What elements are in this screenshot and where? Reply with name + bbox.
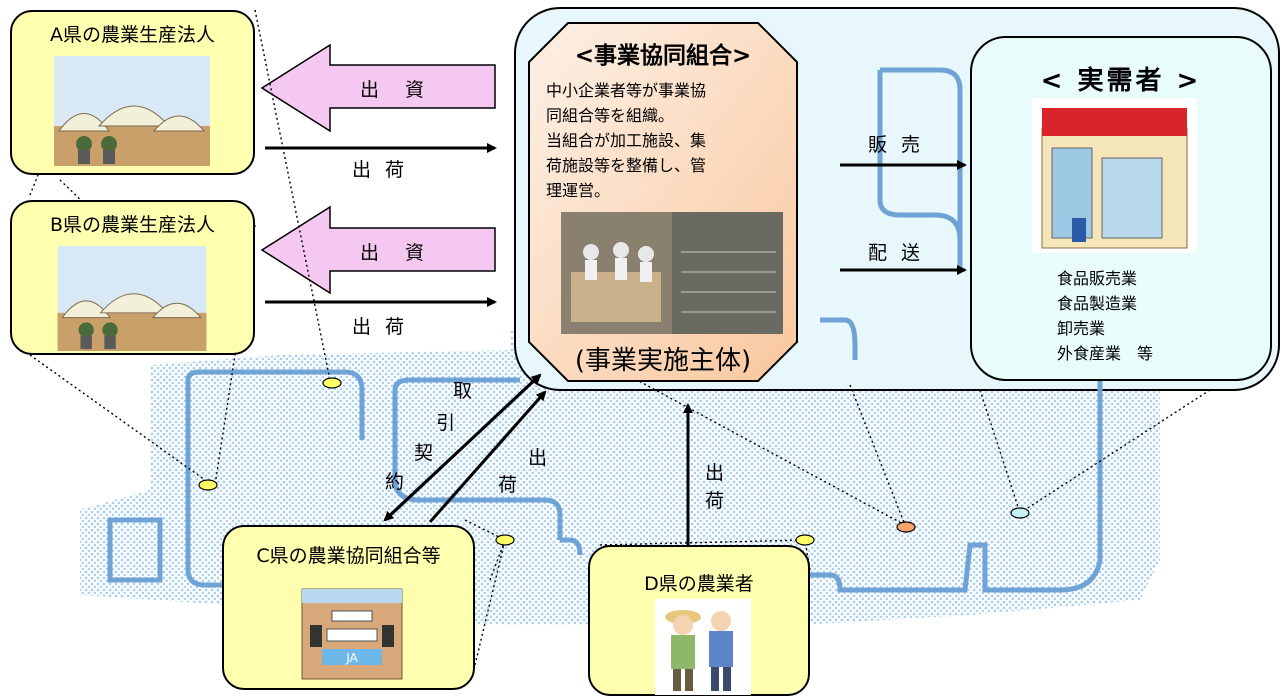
- buyer-title: < 実需者 >: [1040, 66, 1202, 96]
- delivery-label: 配 送: [868, 242, 925, 264]
- producer-d-box: D県の農業者: [588, 545, 810, 696]
- producer-b-box: B県の農業生産法人: [10, 200, 255, 355]
- producer-c-title: C県の農業協同組合等: [256, 545, 441, 567]
- producer-d-title: D県の農業者: [644, 573, 754, 595]
- producer-a-box: A県の農業生産法人: [10, 10, 255, 175]
- investment-label-a: 出 資: [360, 79, 435, 101]
- farm-illustration: [57, 246, 207, 351]
- producer-a-title: A県の農業生産法人: [50, 24, 215, 46]
- investment-arrow-b-shape: [260, 205, 496, 295]
- svg-text:JA: JA: [345, 651, 358, 665]
- cooperative-title: <事業協同組合>: [574, 43, 752, 69]
- shipment-label-b: 出 荷: [352, 316, 409, 338]
- processing-facility-photo: [561, 212, 783, 334]
- producer-b-title: B県の農業生産法人: [49, 214, 216, 236]
- farm-illustration: [54, 56, 210, 166]
- investment-arrow-a-shape: [260, 43, 496, 133]
- buyer-box: < 実需者 > 食品販売業 食品製造業 卸売業 外食産業 等: [970, 36, 1272, 381]
- store-illustration: [1032, 98, 1197, 253]
- cooperative-description: 中小企業者等が事業協 同組合等を組織。 当組合が加工施設、集 荷施設等を整備し、…: [546, 81, 707, 200]
- producer-c-box: C県の農業協同組合等 JA: [222, 525, 475, 690]
- investment-label-b: 出 資: [360, 242, 435, 264]
- cooperative-box: <事業協同組合> 中小企業者等が事業協 同組合等を組織。 当組合が加工施設、集 …: [528, 22, 798, 382]
- location-markers: [198, 377, 1030, 546]
- buyer-categories: 食品販売業 食品製造業 卸売業 外食産業 等: [1057, 269, 1154, 363]
- map-roads: [107, 67, 1103, 593]
- sales-label: 販 売: [868, 134, 925, 156]
- cooperative-footer: (事業実施主体): [574, 346, 752, 376]
- shipment-label-a: 出 荷: [352, 159, 409, 181]
- farmers-illustration: [655, 599, 751, 695]
- ja-building-illustration: JA: [301, 588, 403, 680]
